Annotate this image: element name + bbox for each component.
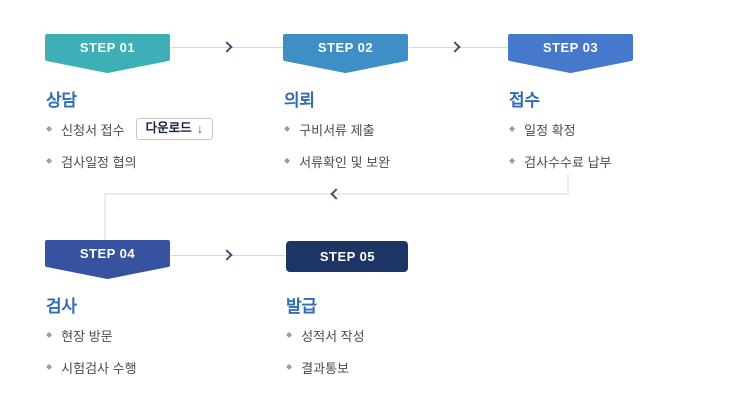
step-title: 접수	[509, 91, 540, 110]
step-item-label: 시험검사 수행	[61, 360, 137, 376]
step-item-label: 서류확인 및 보완	[299, 154, 391, 170]
step-02-banner: STEP 02	[283, 34, 408, 74]
step-item-label: 성적서 작성	[301, 328, 365, 344]
rounded-rect-shape	[286, 241, 408, 272]
step-title: 상담	[46, 91, 77, 110]
step-item-label: 신청서 접수	[61, 122, 125, 138]
step-item-label: 결과통보	[301, 360, 349, 376]
step-item: ◆ 검사수수료 납부	[509, 150, 612, 172]
step-05: STEP 05 발급 ◆ 성적서 작성 ◆ 결과통보	[285, 240, 515, 410]
diamond-bullet-icon: ◆	[286, 362, 293, 371]
ribbon-shape	[508, 34, 633, 73]
ribbon-shape	[45, 240, 170, 279]
ribbon-shape	[283, 34, 408, 73]
step-item-label: 구비서류 제출	[299, 122, 375, 138]
diamond-bullet-icon: ◆	[46, 362, 53, 371]
diamond-bullet-icon: ◆	[46, 124, 53, 133]
step-label: STEP 05	[319, 249, 376, 264]
diamond-bullet-icon: ◆	[286, 330, 293, 339]
download-arrow-icon: ↓	[196, 121, 204, 136]
step-title: 의뢰	[284, 91, 315, 110]
diamond-bullet-icon: ◆	[284, 124, 291, 133]
step-05-banner: STEP 05	[285, 240, 410, 280]
step-03-banner: STEP 03	[508, 34, 633, 74]
step-item: ◆ 서류확인 및 보완	[284, 150, 390, 172]
step-item: ◆ 현장 방문	[46, 324, 113, 346]
step-item: ◆ 시험검사 수행	[46, 356, 137, 378]
step-item: ◆ 신청서 접수 다운로드 ↓	[46, 118, 214, 140]
diamond-bullet-icon: ◆	[284, 156, 291, 165]
step-title: 발급	[286, 297, 317, 316]
step-label: STEP 01	[79, 40, 136, 55]
step-01-banner: STEP 01	[45, 34, 170, 74]
diamond-bullet-icon: ◆	[509, 156, 516, 165]
diamond-bullet-icon: ◆	[46, 156, 53, 165]
ribbon-shape	[45, 34, 170, 73]
step-item: ◆ 일정 확정	[509, 118, 576, 140]
step-01: STEP 01 상담 ◆ 신청서 접수 다운로드 ↓ ◆ 검사일정 협의	[45, 34, 275, 204]
step-item: ◆ 검사일정 협의	[46, 150, 137, 172]
step-item: ◆ 성적서 작성	[286, 324, 365, 346]
step-item-label: 일정 확정	[524, 122, 576, 138]
step-04-banner: STEP 04	[45, 240, 170, 280]
diamond-bullet-icon: ◆	[509, 124, 516, 133]
step-title: 검사	[46, 297, 77, 316]
step-03: STEP 03 접수 ◆ 일정 확정 ◆ 검사수수료 납부	[508, 34, 738, 204]
step-label: STEP 02	[317, 40, 374, 55]
step-item-label: 검사일정 협의	[61, 154, 137, 170]
connector-line	[104, 193, 569, 195]
step-item: ◆ 구비서류 제출	[284, 118, 375, 140]
connector-line	[171, 47, 283, 48]
connector-line	[567, 174, 569, 195]
step-item: ◆ 결과통보	[286, 356, 349, 378]
download-button-label: 다운로드	[145, 121, 192, 135]
download-button[interactable]: 다운로드 ↓	[135, 118, 214, 140]
connector-line	[409, 47, 508, 48]
step-02: STEP 02 의뢰 ◆ 구비서류 제출 ◆ 서류확인 및 보완	[283, 34, 513, 204]
diamond-bullet-icon: ◆	[46, 330, 53, 339]
step-04: STEP 04 검사 ◆ 현장 방문 ◆ 시험검사 수행	[45, 240, 275, 410]
connector-line	[104, 195, 106, 240]
step-item-label: 검사수수료 납부	[524, 154, 612, 170]
step-label: STEP 04	[79, 246, 136, 261]
connector-line	[171, 255, 285, 256]
step-label: STEP 03	[542, 40, 599, 55]
step-item-label: 현장 방문	[61, 328, 113, 344]
